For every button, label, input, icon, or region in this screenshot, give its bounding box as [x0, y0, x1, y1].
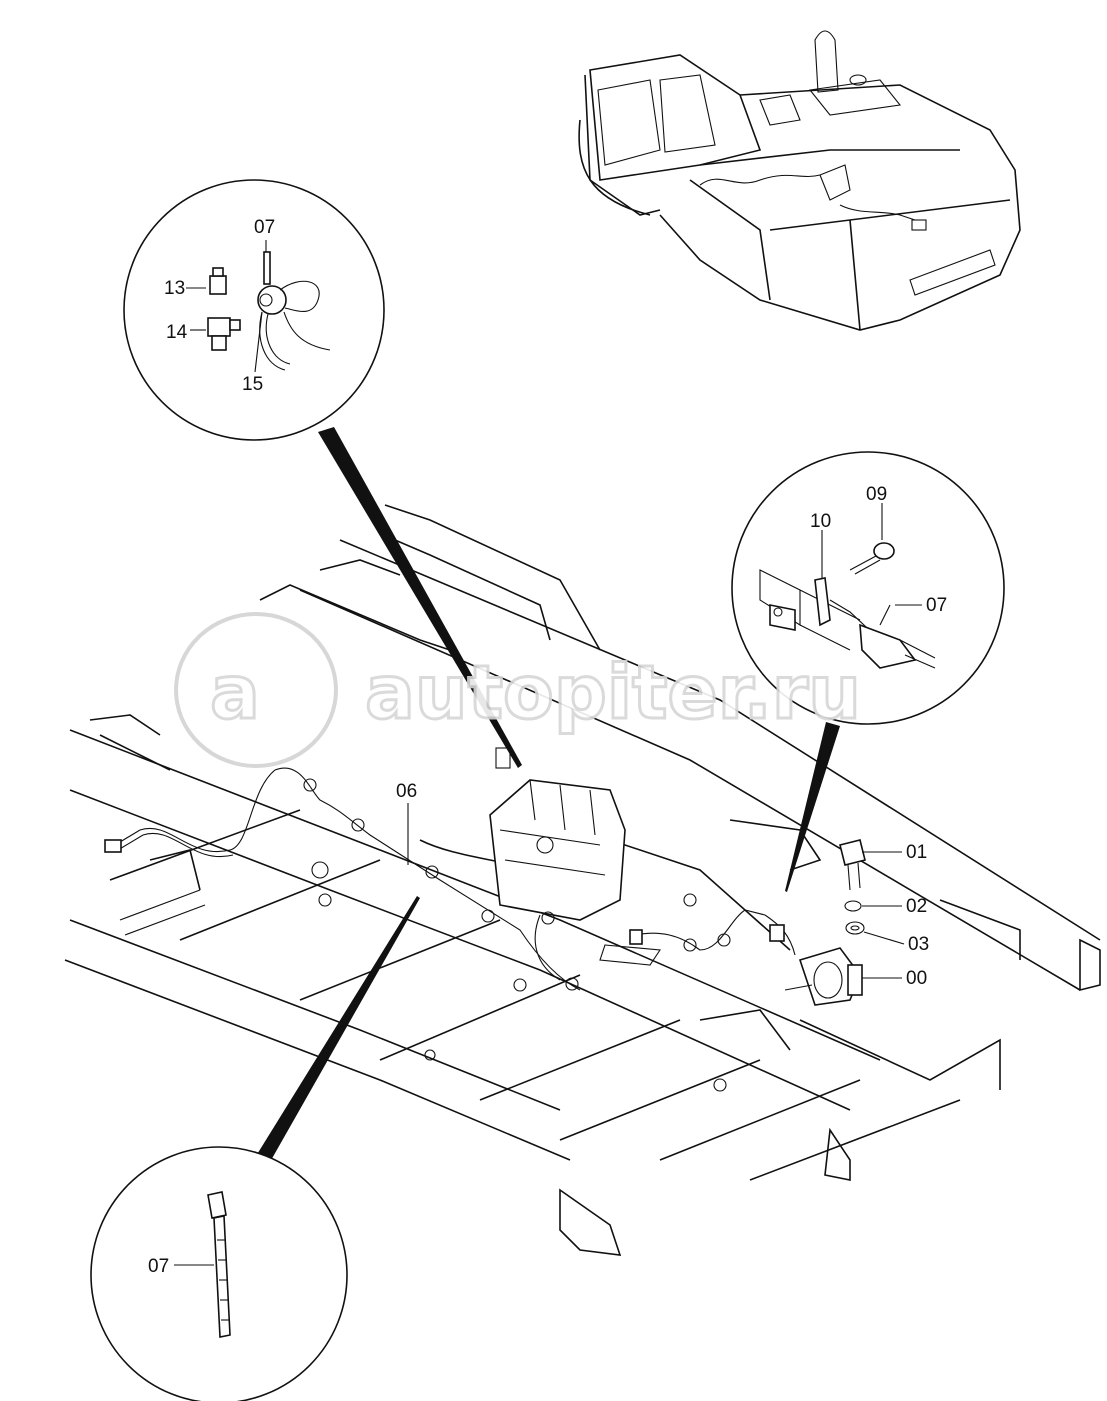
leader-top — [318, 427, 522, 768]
leader-right — [785, 722, 840, 892]
callout-00: 00 — [906, 968, 927, 989]
control-valve — [489, 747, 626, 921]
callout-07-bottom: 07 — [148, 1256, 169, 1277]
detail-circle-bottom: 07 — [90, 1146, 348, 1401]
excavator-overview — [578, 30, 1021, 331]
chassis-frame — [64, 504, 1101, 1256]
callout-13: 13 — [164, 278, 185, 299]
callout-09: 09 — [866, 484, 887, 505]
harness-wiring — [104, 767, 766, 991]
main-callouts: 06 01 02 03 00 — [396, 781, 929, 989]
callout-15: 15 — [242, 374, 263, 395]
callout-02: 02 — [906, 896, 927, 917]
detail-circle-top: 07 13 14 15 — [123, 179, 385, 441]
callout-10: 10 — [810, 511, 831, 532]
callout-07-right: 07 — [926, 595, 947, 616]
watermark-text: autopiter.ru — [365, 650, 861, 736]
watermark-logo-mark: a — [210, 650, 260, 736]
bolt-and-washers — [839, 839, 866, 935]
callout-03: 03 — [908, 934, 929, 955]
callout-07-top: 07 — [254, 217, 275, 238]
buzzer-assembly — [764, 914, 863, 1006]
watermark: a autopiter.ru — [174, 612, 862, 768]
callout-14: 14 — [166, 322, 188, 343]
detail-circle-right: 09 10 07 — [731, 451, 1005, 725]
callout-01: 01 — [906, 842, 927, 863]
leader-bottom — [256, 896, 420, 1162]
callout-06: 06 — [396, 781, 417, 802]
